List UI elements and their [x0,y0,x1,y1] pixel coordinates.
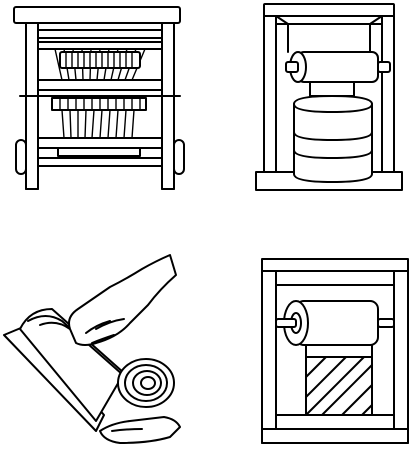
loom-icon [0,0,208,225]
fabric-roll-frame-icon [208,225,416,450]
cloth-roller-press-icon [208,0,416,225]
hand-rolling-fabric-icon [0,225,208,450]
